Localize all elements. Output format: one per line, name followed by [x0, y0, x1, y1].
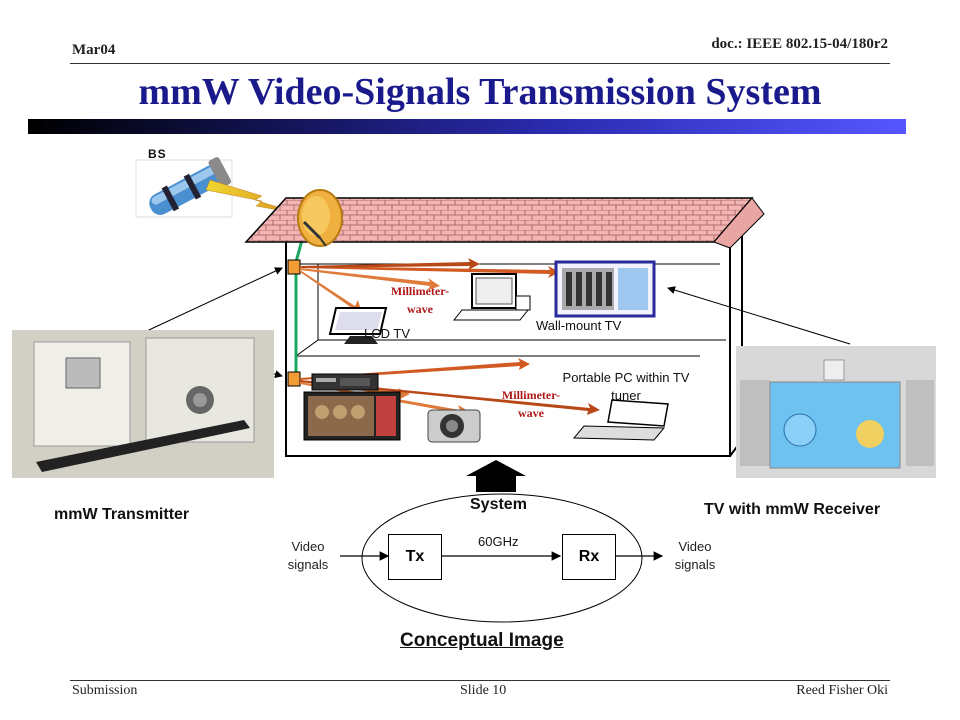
system-up-arrow [466, 460, 526, 492]
concept-diagram [340, 493, 664, 623]
tx-node-lower [287, 371, 301, 387]
portable-pc-illustration [572, 399, 669, 441]
wall-mount-tv-illustration [554, 260, 656, 318]
transmitter-caption: mmW Transmitter [54, 506, 190, 523]
frequency-label: 60GHz [478, 534, 519, 549]
concept-caption: Conceptual Image [400, 630, 564, 651]
wall-mount-tv-label: Wall-mount TV [536, 318, 622, 333]
tx-node-upper [287, 259, 301, 275]
system-label: System [470, 496, 527, 513]
bs-satellite-image [135, 157, 233, 218]
pointer-rx [667, 286, 851, 345]
dish-antenna [297, 189, 343, 247]
portable-pc-label: Portable PC within TV tuner [562, 370, 690, 403]
tx-box: Tx [388, 534, 442, 580]
slide-title: mmW Video-Signals Transmission System [138, 71, 822, 113]
receiver-caption: TV with mmW Receiver [704, 501, 881, 518]
home-theater-illustration [303, 373, 401, 441]
transmitter-photo [12, 330, 274, 478]
title-bar [28, 119, 906, 134]
footer-slide-number: Slide 10 [460, 683, 507, 698]
header-date: Mar04 [72, 42, 116, 58]
mmwave-label-lower: Millimeter- wave [501, 388, 561, 420]
input-video-signals: Video signals [287, 539, 329, 572]
lcd-tv-label: LCD TV [364, 326, 410, 341]
receiver-tv-photo [736, 346, 936, 478]
pointer-tx-upper [135, 267, 283, 337]
rx-box: Rx [562, 534, 616, 580]
footer-divider [70, 680, 890, 681]
header-divider [70, 63, 890, 64]
lcd-tv-illustration [328, 307, 388, 344]
mmwave-label-upper: Millimeter- wave [390, 284, 450, 316]
output-video-signals: Video signals [674, 539, 716, 572]
footer-author: Reed Fisher Oki [796, 683, 888, 698]
system-ellipse [361, 493, 643, 623]
mmwave-arrows-upper [300, 258, 560, 314]
footer-submission: Submission [72, 683, 138, 698]
bs-label: BS [148, 147, 167, 161]
video-camera-illustration [427, 409, 481, 443]
desktop-pc-illustration [452, 273, 531, 321]
header-doc-id: doc.: IEEE 802.15-04/180r2 [711, 36, 888, 52]
